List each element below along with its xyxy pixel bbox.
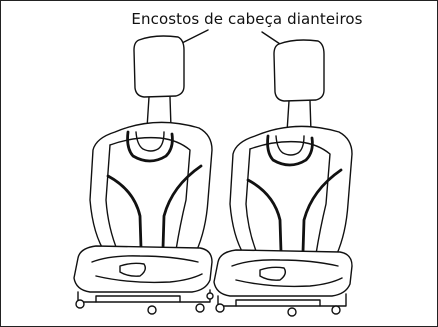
callout-label: Encostos de cabeça dianteiros (131, 10, 363, 28)
backrest-left (89, 121, 213, 255)
backrest-right (229, 125, 353, 259)
seat-left (73, 35, 214, 315)
headrest-right (273, 39, 325, 102)
headrest-left (133, 35, 185, 98)
seat-right (213, 39, 353, 317)
leader-line-left (179, 29, 209, 45)
